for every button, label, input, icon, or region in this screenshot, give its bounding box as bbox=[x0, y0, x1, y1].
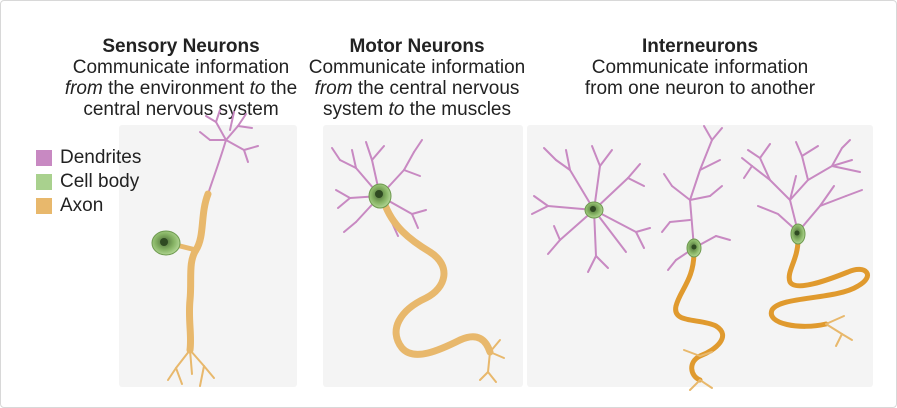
motor-axon bbox=[384, 202, 490, 354]
sensory-axon-terminals bbox=[168, 350, 214, 386]
motor-neuron bbox=[332, 140, 504, 382]
interneuron-2-nucleus bbox=[692, 245, 697, 250]
interneuron-3-axon bbox=[771, 240, 867, 326]
interneuron-2-axon-terminals bbox=[684, 350, 712, 390]
interneuron-3-axon-terminals bbox=[826, 316, 852, 346]
motor-nucleus bbox=[375, 190, 383, 198]
interneuron-3-dendrites bbox=[742, 140, 862, 232]
interneuron-bushy bbox=[742, 140, 867, 346]
sensory-dendrites bbox=[200, 110, 258, 194]
interneuron-stellate bbox=[532, 146, 650, 272]
sensory-neuron bbox=[152, 110, 258, 386]
interneuron-3-nucleus bbox=[795, 231, 800, 236]
interneuron-1-nucleus bbox=[590, 206, 596, 212]
sensory-nucleus bbox=[160, 238, 168, 246]
interneuron-2-axon bbox=[676, 252, 723, 380]
interneuron-middle bbox=[662, 126, 730, 390]
sensory-axon bbox=[189, 194, 208, 350]
